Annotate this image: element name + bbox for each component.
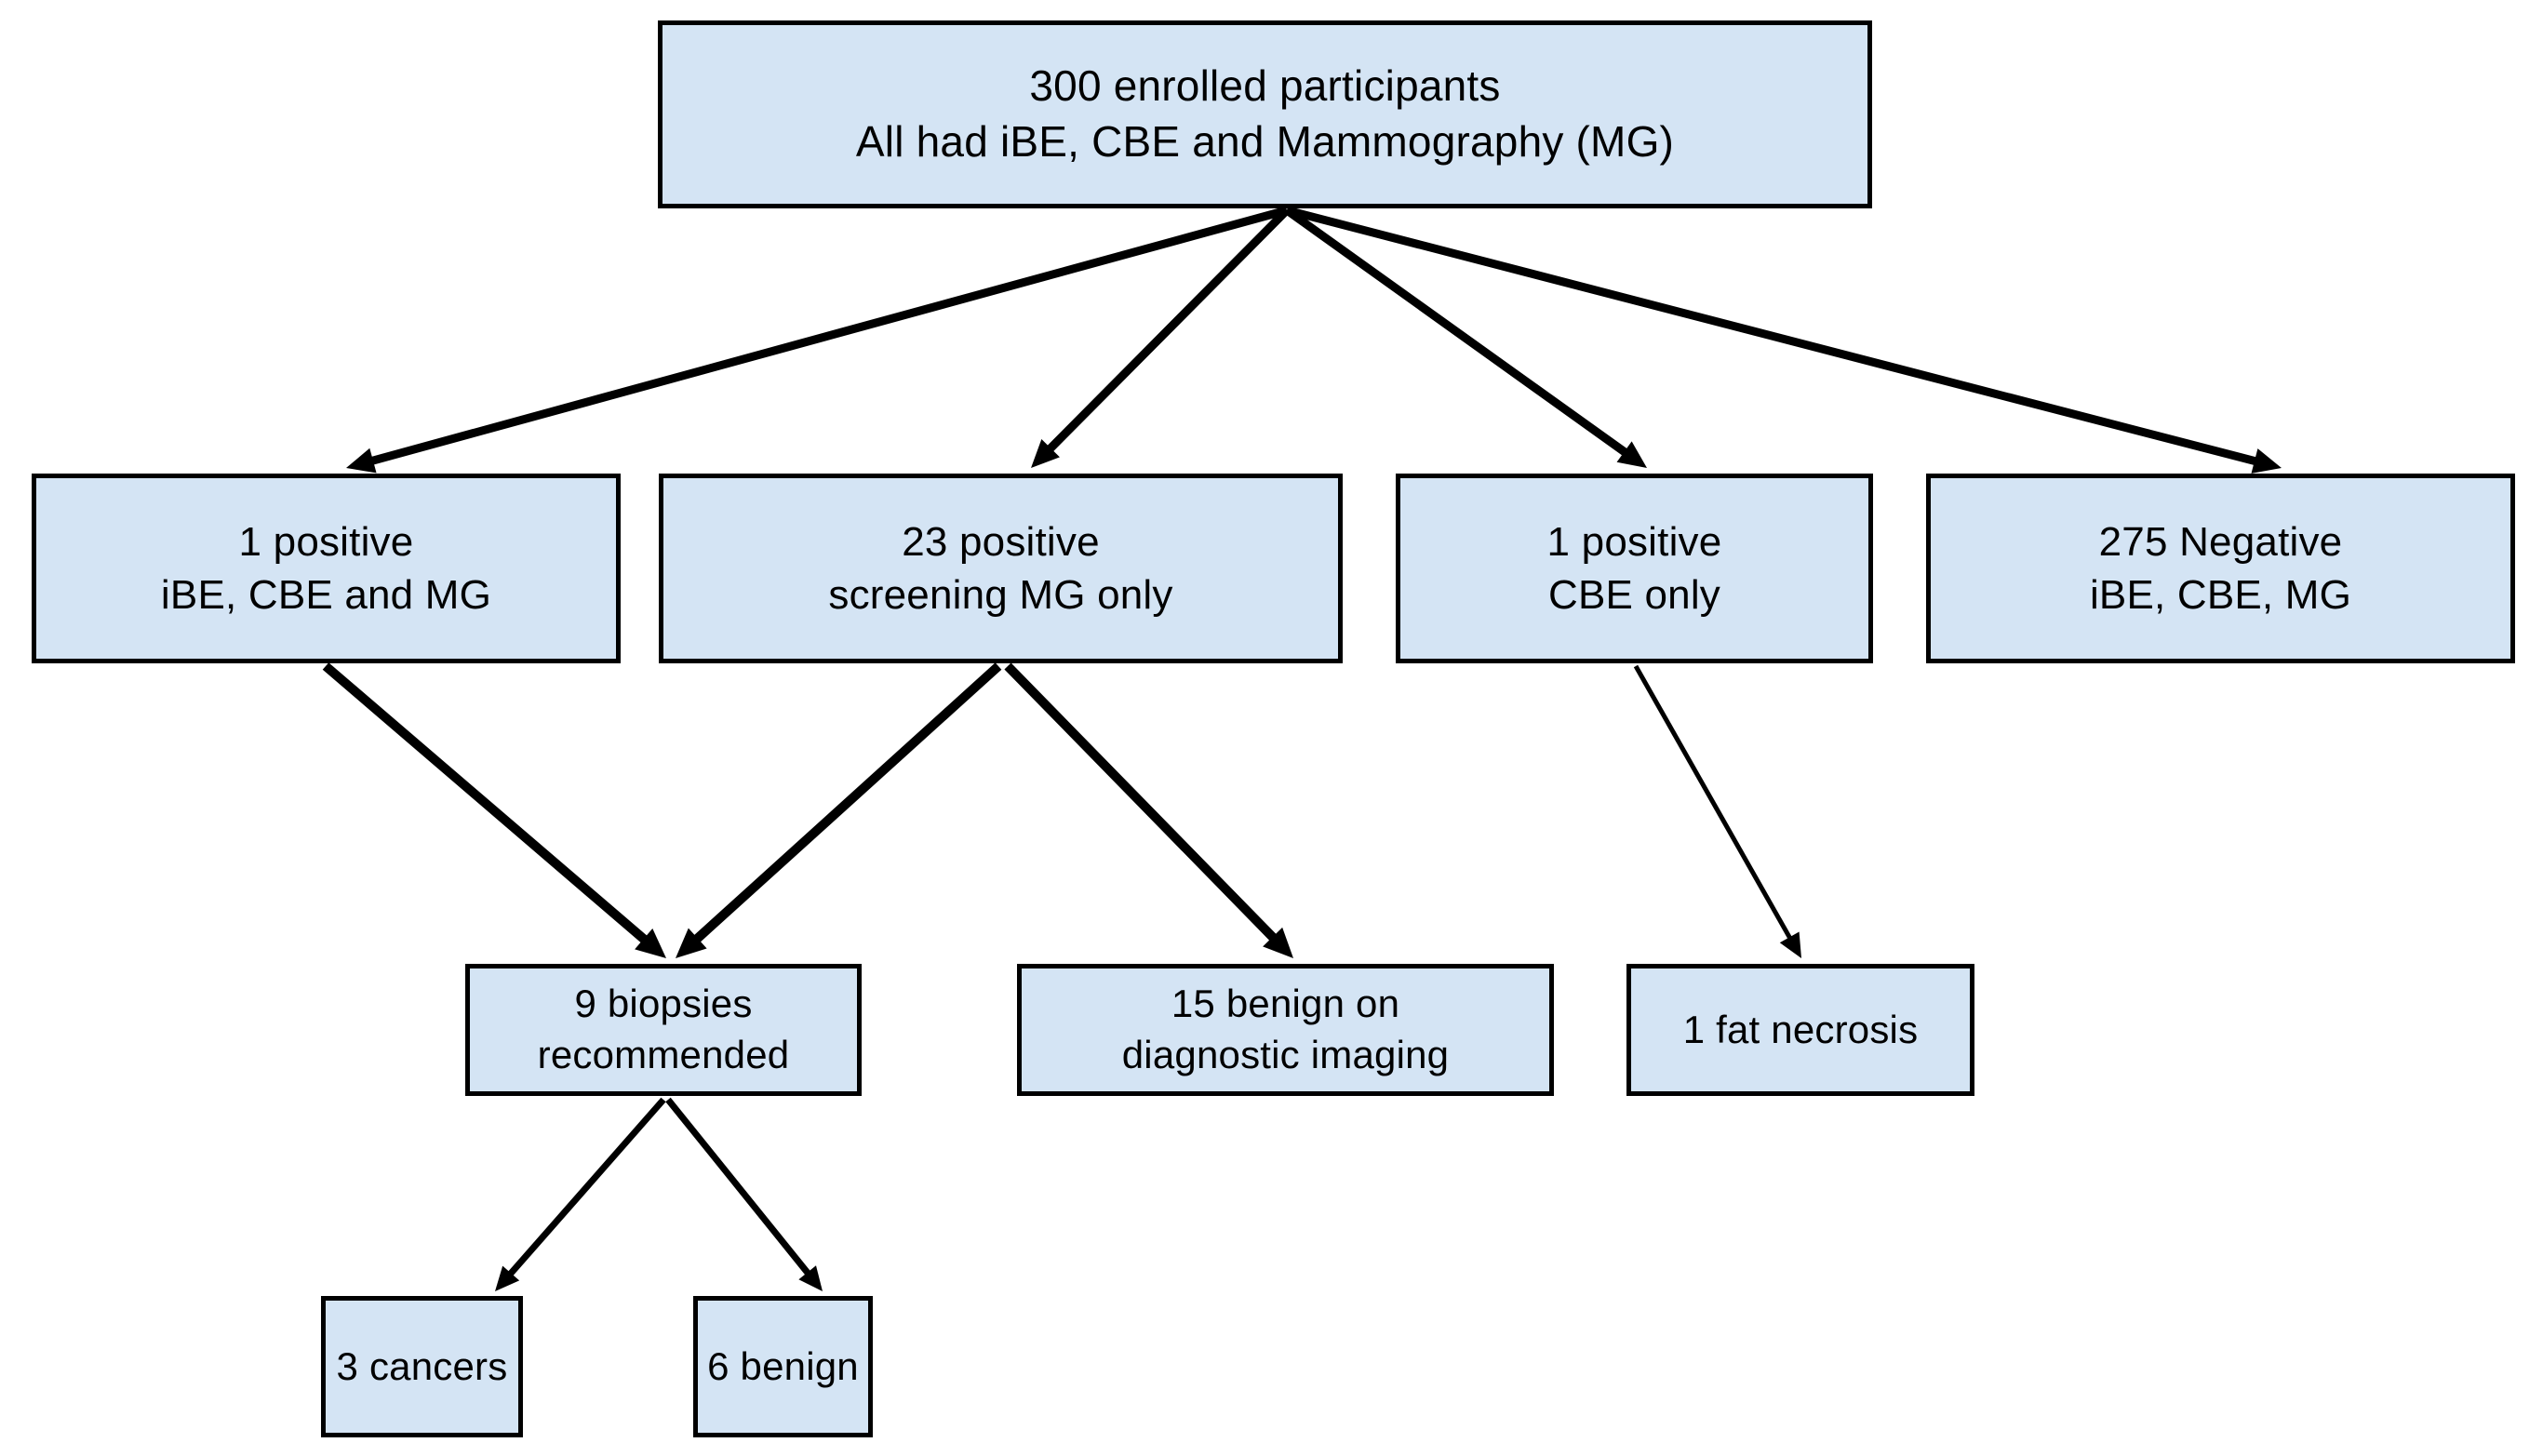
node-label-line: 6 benign <box>707 1343 859 1388</box>
arrow-shaft <box>1285 206 2258 466</box>
arrow-biopsies-to-benign-biopsy <box>665 1097 823 1291</box>
biopsies-recommended-box: 9 biopsies recommended <box>465 964 862 1096</box>
arrow-enrolled-to-negative <box>1285 206 2282 474</box>
benign-on-diagnostic-imaging-box: 15 benign on diagnostic imaging <box>1017 964 1554 1096</box>
arrow-shaft <box>369 206 1289 466</box>
arrow-head <box>1031 438 1060 468</box>
positive-ibe-cbe-mg-box: 1 positive iBE, CBE and MG <box>32 474 621 663</box>
arrow-enrolled-to-positive-mg <box>1031 207 1291 468</box>
arrow-shaft <box>1284 207 1629 457</box>
arrow-positive-mg-to-benign-imaging <box>1004 662 1293 958</box>
arrow-enrolled-to-positive-all <box>346 206 1289 474</box>
node-label-line: iBE, CBE, MG <box>2089 572 2352 618</box>
node-label-line: 3 cancers <box>336 1343 508 1388</box>
node-label-line: 23 positive <box>902 518 1100 565</box>
node-label-line: iBE, CBE and MG <box>160 572 492 618</box>
arrow-biopsies-to-cancers <box>495 1097 666 1291</box>
node-label-line: diagnostic imaging <box>1121 1033 1450 1076</box>
arrow-positive-all-to-biopsies <box>322 662 666 958</box>
cancers-box: 3 cancers <box>321 1296 523 1437</box>
node-label-line: 9 biopsies <box>574 982 753 1026</box>
arrow-head <box>1616 441 1647 468</box>
arrow-shaft <box>1046 207 1291 453</box>
fat-necrosis-box: 1 fat necrosis <box>1626 964 1974 1096</box>
node-label-line: 1 fat necrosis <box>1682 1007 1919 1051</box>
positive-screening-mg-only-box: 23 positive screening MG only <box>659 474 1343 663</box>
arrow-head <box>798 1265 823 1291</box>
arrow-shaft <box>1633 664 1793 941</box>
node-label-line: 275 Negative <box>2098 518 2343 565</box>
arrow-positive-mg-to-biopsies <box>676 662 1002 958</box>
arrow-shaft <box>692 662 1002 943</box>
arrow-head <box>676 928 707 958</box>
arrow-enrolled-to-positive-cbe <box>1284 207 1647 468</box>
negative-ibe-cbe-mg-box: 275 Negative iBE, CBE, MG <box>1926 474 2515 663</box>
arrow-head <box>1263 927 1293 958</box>
arrow-shaft <box>665 1097 811 1276</box>
node-label-line: 15 benign on <box>1171 982 1400 1026</box>
arrow-head <box>346 447 377 474</box>
node-label-line: 1 positive <box>238 518 414 565</box>
arrow-head <box>1779 931 1801 958</box>
arrow-head <box>635 928 666 958</box>
node-label-line: 1 positive <box>1546 518 1722 565</box>
arrow-head <box>2251 448 2282 474</box>
node-label-line: screening MG only <box>828 572 1173 618</box>
benign-biopsy-box: 6 benign <box>693 1296 873 1437</box>
arrow-shaft <box>507 1097 666 1277</box>
arrow-positive-cbe-to-fat-necrosis <box>1633 664 1801 958</box>
arrow-shaft <box>322 662 649 944</box>
node-label-line: All had iBE, CBE and Mammography (MG) <box>855 117 1675 166</box>
arrow-shaft <box>1004 662 1278 942</box>
node-label-line: CBE only <box>1547 572 1720 618</box>
node-label-line: 300 enrolled participants <box>1029 61 1501 111</box>
arrow-head <box>495 1265 520 1291</box>
node-label-line: recommended <box>537 1033 790 1076</box>
